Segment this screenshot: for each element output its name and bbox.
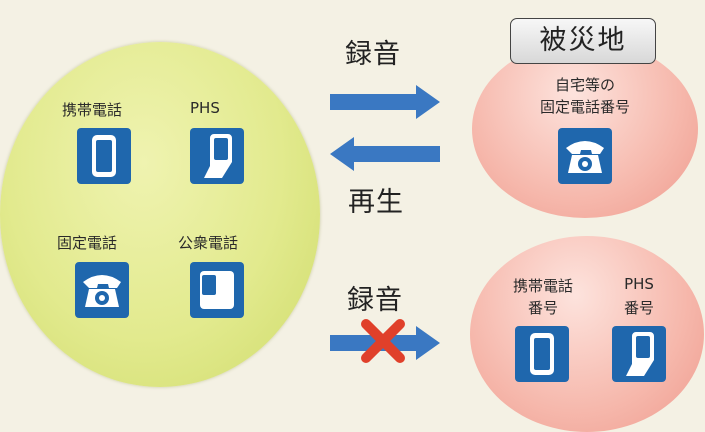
mobile-number-label-line1: 携帯電話 [512,277,573,295]
mobile-phone-label: 携帯電話 [62,101,123,119]
landline-phone-icon [75,262,129,318]
playback-label: 再生 [348,187,404,218]
home-phone-label-line2: 固定電話番号 [539,98,630,116]
landline-phone-label: 固定電話 [57,234,118,252]
mobile-number-label-line2: 番号 [527,299,558,317]
phs-number-label-line1: PHS [624,275,654,293]
disaster-area-title: 被災地 [510,18,656,64]
mobile-phone-icon [77,128,131,184]
home-phone-label-line1: 自宅等の [554,76,615,94]
mobile-numbers-ellipse [470,236,704,432]
phs-icon [190,128,244,184]
phs-number-label-line2: 番号 [623,299,654,317]
phs-number-icon [612,326,666,382]
cross-icon [361,319,405,363]
phs-label: PHS [190,99,220,117]
record-top-label: 録音 [345,39,401,70]
playback-arrow-icon [330,137,440,171]
record-bottom-label: 録音 [347,285,403,316]
mobile-number-icon [515,326,569,382]
public-phone-label: 公衆電話 [178,234,239,252]
public-phone-icon [190,262,244,318]
caller-group-ellipse [0,42,320,387]
record-arrow-icon [330,85,440,119]
home-landline-icon [558,128,612,184]
